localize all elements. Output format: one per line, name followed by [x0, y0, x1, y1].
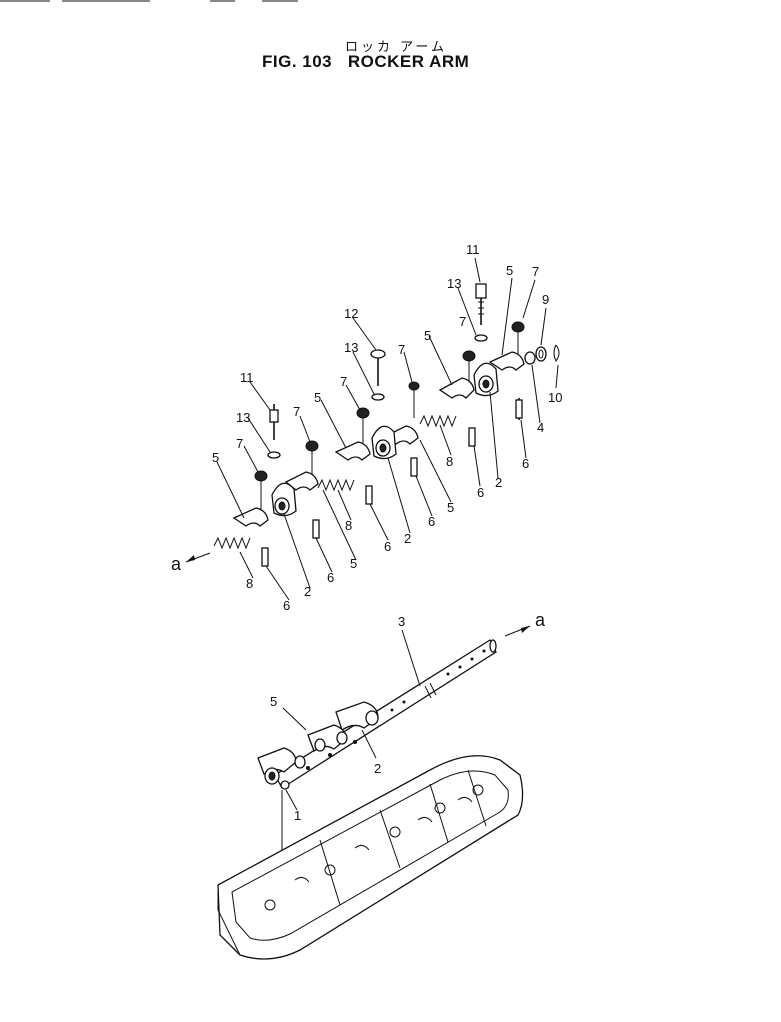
- callout-5: 5: [350, 556, 357, 571]
- callout-8: 8: [446, 454, 453, 469]
- part-end-group: [473, 283, 560, 420]
- callout-5: 5: [270, 694, 277, 709]
- part-group-3: [384, 350, 476, 477]
- callout-10: 10: [548, 390, 562, 405]
- callout-7: 7: [340, 374, 347, 389]
- callout-2: 2: [304, 584, 311, 599]
- part-group-1: [213, 404, 320, 567]
- callout-4: 4: [537, 420, 544, 435]
- callout-1: 1: [294, 808, 301, 823]
- callout-labels: 11 5 7 13 9 12 5 7 13 7 10 7 11 5 7 13 4…: [171, 242, 562, 823]
- arrow-a-left-label: a: [171, 554, 182, 574]
- callout-12: 12: [344, 306, 358, 321]
- callout-6: 6: [522, 456, 529, 471]
- callout-6: 6: [283, 598, 290, 613]
- callout-6: 6: [428, 514, 435, 529]
- callout-5: 5: [424, 328, 431, 343]
- leader-lines: [216, 257, 559, 601]
- callout-13: 13: [236, 410, 250, 425]
- callout-2: 2: [404, 531, 411, 546]
- callout-7: 7: [398, 342, 405, 357]
- callout-5: 5: [314, 390, 321, 405]
- callout-6: 6: [384, 539, 391, 554]
- callout-7: 7: [293, 404, 300, 419]
- part-group-2: [317, 349, 397, 505]
- callout-3: 3: [398, 614, 405, 629]
- figure-number: FIG. 103: [262, 52, 333, 71]
- callout-5: 5: [212, 450, 219, 465]
- callout-11-right: 11: [466, 242, 480, 257]
- callout-6: 6: [477, 485, 484, 500]
- callout-11-left: 11: [240, 370, 254, 385]
- figure-title: FIG. 103 ROCKER ARM: [262, 52, 469, 72]
- callout-2: 2: [374, 761, 381, 776]
- assembled-rockers: [257, 701, 379, 790]
- callout-2: 2: [495, 475, 502, 490]
- callout-8: 8: [246, 576, 253, 591]
- title-japanese: ロッカ アーム: [345, 40, 447, 55]
- cylinder-head: [217, 755, 524, 960]
- arrow-a-left: [185, 552, 211, 563]
- callout-7: 7: [459, 314, 466, 329]
- spring: [419, 414, 457, 428]
- callout-13: 13: [344, 340, 358, 355]
- callout-7: 7: [236, 436, 243, 451]
- callout-9: 9: [542, 292, 549, 307]
- callout-5: 5: [506, 263, 513, 278]
- callout-13: 13: [447, 276, 461, 291]
- rocker-shaft: [274, 639, 497, 789]
- arrow-a-right: [504, 625, 531, 637]
- figure-name: ROCKER ARM: [347, 52, 470, 71]
- callout-5: 5: [447, 500, 454, 515]
- callout-7: 7: [532, 264, 539, 279]
- callout-6: 6: [327, 570, 334, 585]
- arrow-a-right-label: a: [535, 610, 546, 630]
- callout-8: 8: [345, 518, 352, 533]
